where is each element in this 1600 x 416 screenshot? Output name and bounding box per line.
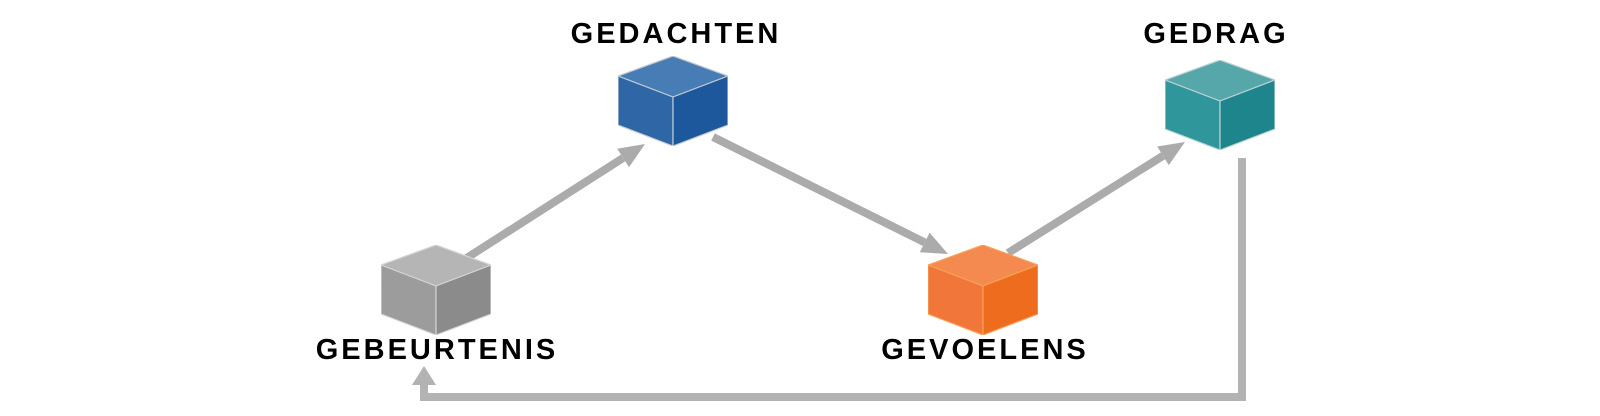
- loop-line: [420, 158, 1246, 401]
- cube-left-face: [928, 264, 984, 335]
- arrow-line: [1005, 152, 1166, 257]
- arrowhead-icon: [617, 144, 645, 168]
- cube-right-face: [672, 75, 728, 146]
- node-label-gedachten: GEDACHTEN: [570, 18, 782, 50]
- cube-icon-gevoelens: [928, 245, 1038, 335]
- arrow-gedachten-to-gevoelens: [711, 133, 948, 254]
- cube-right-face: [982, 264, 1038, 335]
- node-label-gevoelens: GEVOELENS: [881, 334, 1089, 366]
- cube-icon-gedrag: [1165, 60, 1275, 150]
- cube-left-face: [381, 264, 437, 335]
- arrow-gedrag-to-gebeurtenis-loop: [412, 158, 1246, 401]
- arrow-gebeurtenis-to-gedachten: [459, 144, 645, 265]
- arrow-gevoelens-to-gedrag: [1005, 142, 1185, 257]
- arrowhead-icon: [1157, 142, 1185, 166]
- cube-icon-gebeurtenis: [381, 245, 491, 335]
- node-label-gedrag: GEDRAG: [1143, 18, 1289, 50]
- cube-right-face: [435, 264, 491, 335]
- cube-right-face: [1219, 79, 1275, 150]
- arrow-line: [459, 154, 626, 265]
- arrow-line: [711, 133, 927, 246]
- cube-icon-gedachten: [618, 56, 728, 146]
- arrowhead-icon: [412, 366, 436, 385]
- cube-left-face: [618, 75, 674, 146]
- cube-left-face: [1165, 79, 1221, 150]
- arrowhead-icon: [919, 232, 948, 254]
- node-label-gebeurtenis: GEBEURTENIS: [315, 334, 559, 366]
